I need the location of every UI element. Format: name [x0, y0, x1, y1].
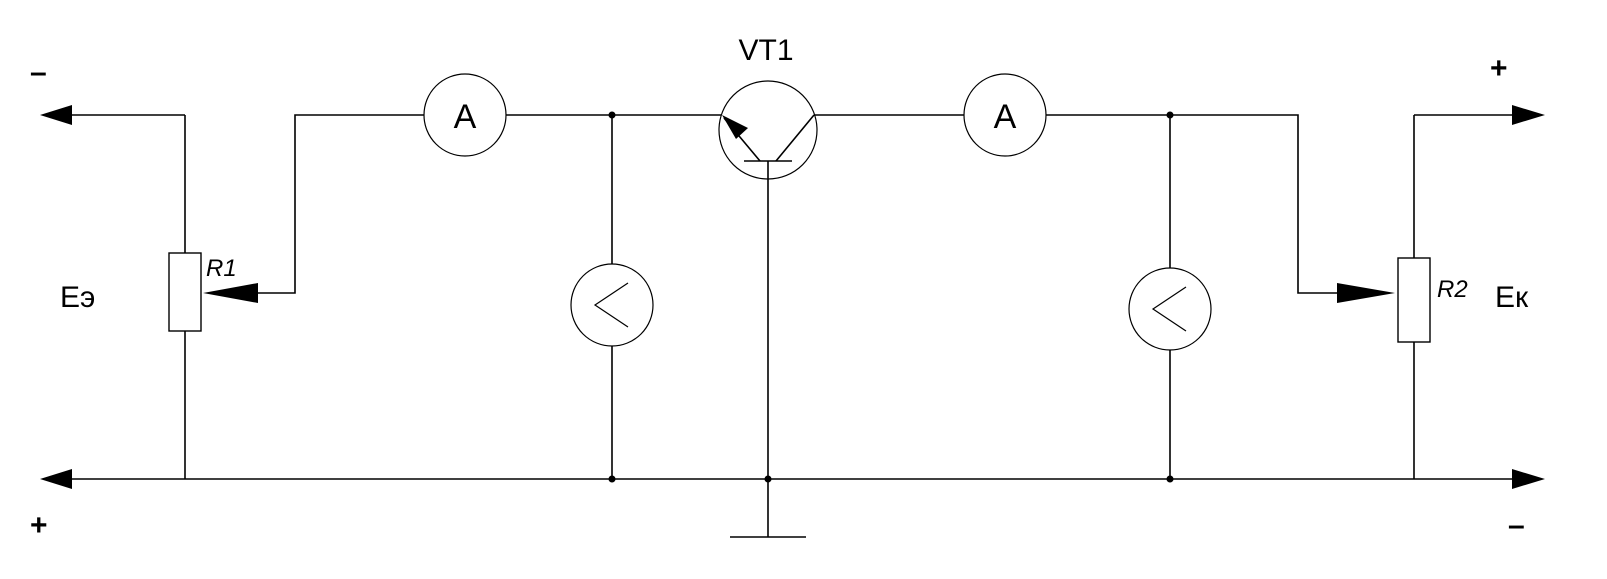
bottom-left-terminal-arrow — [40, 469, 72, 489]
collector-wire-right — [1046, 114, 1337, 294]
emitter-bottom-junction-dot — [608, 475, 616, 483]
resistor-r1-label: R1 — [206, 255, 237, 282]
r1-wiper-arrow — [203, 283, 258, 303]
vt1-emitter-arrow — [722, 115, 748, 139]
collector-bottom-junction-dot — [1166, 475, 1174, 483]
resistor-r1 — [168, 252, 202, 332]
emitter-voltmeter-symbol — [593, 282, 629, 328]
bottom-right-polarity: – — [1508, 509, 1525, 542]
resistor-r2 — [1397, 257, 1431, 343]
collector-ammeter-symbol: A — [994, 98, 1017, 136]
emitter-voltmeter — [570, 263, 654, 347]
top-right-polarity: + — [1490, 52, 1508, 85]
emitter-ammeter-symbol: A — [454, 98, 477, 136]
bottom-left-polarity: + — [30, 509, 48, 542]
resistor-r2-label: R2 — [1437, 276, 1468, 303]
top-right-terminal-arrow — [1512, 105, 1545, 125]
top-left-terminal-arrow — [40, 105, 72, 125]
collector-voltmeter — [1128, 267, 1212, 351]
emitter-source-label: Eэ — [60, 281, 95, 314]
collector-source-label: Eк — [1495, 281, 1529, 314]
r2-wiper-arrow — [1337, 283, 1395, 303]
collector-voltmeter-symbol — [1151, 286, 1187, 332]
transistor-label: VT1 — [738, 34, 793, 67]
top-left-polarity: – — [30, 56, 47, 89]
r1-wiper-wire — [258, 114, 428, 294]
vt1-collector-line — [775, 114, 815, 162]
bottom-right-terminal-arrow — [1512, 469, 1545, 489]
